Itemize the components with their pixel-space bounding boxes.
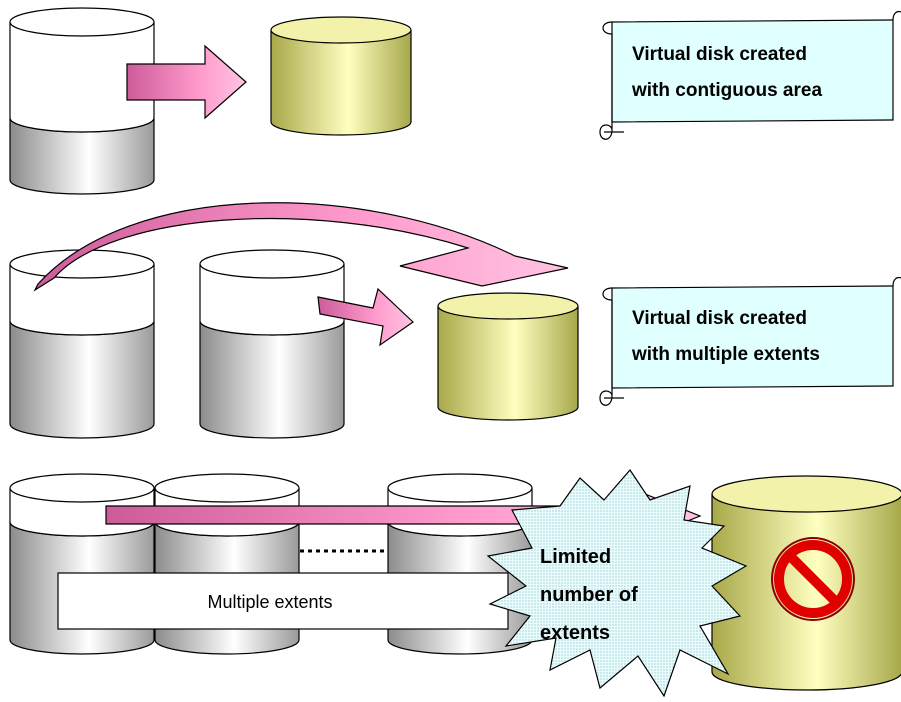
burst-line1: Limited bbox=[540, 546, 611, 568]
multiple-extents-label: Multiple extents bbox=[207, 592, 332, 612]
burst-line2: number of bbox=[540, 584, 638, 606]
row1-arrow bbox=[126, 44, 247, 120]
row1-caption-scroll-icon: Virtual disk created with contiguous are… bbox=[599, 10, 901, 140]
row1-physical-disk bbox=[9, 7, 155, 195]
row2-physical-disk-1 bbox=[9, 249, 155, 439]
prohibited-icon bbox=[771, 537, 855, 621]
row2-curved-arrow bbox=[33, 202, 569, 292]
limited-extents-burst-icon: Limited number of extents bbox=[486, 469, 748, 698]
row2-caption-line2: with multiple extents bbox=[631, 344, 820, 365]
row1-caption-line2: with contiguous area bbox=[631, 80, 822, 101]
row1-caption-line1: Virtual disk created bbox=[632, 44, 807, 65]
row2-virtual-disk bbox=[437, 292, 579, 421]
multiple-extents-box: Multiple extents bbox=[57, 572, 509, 630]
row1-virtual-disk bbox=[270, 16, 412, 136]
burst-line3: extents bbox=[540, 622, 610, 644]
row2-straight-arrow bbox=[317, 287, 414, 347]
row3-prohibited-virtual-disk bbox=[711, 475, 901, 691]
row2-caption-line1: Virtual disk created bbox=[632, 308, 807, 329]
row2-caption-scroll-icon: Virtual disk created with multiple exten… bbox=[599, 276, 901, 406]
row2-physical-disk-2 bbox=[199, 249, 345, 439]
